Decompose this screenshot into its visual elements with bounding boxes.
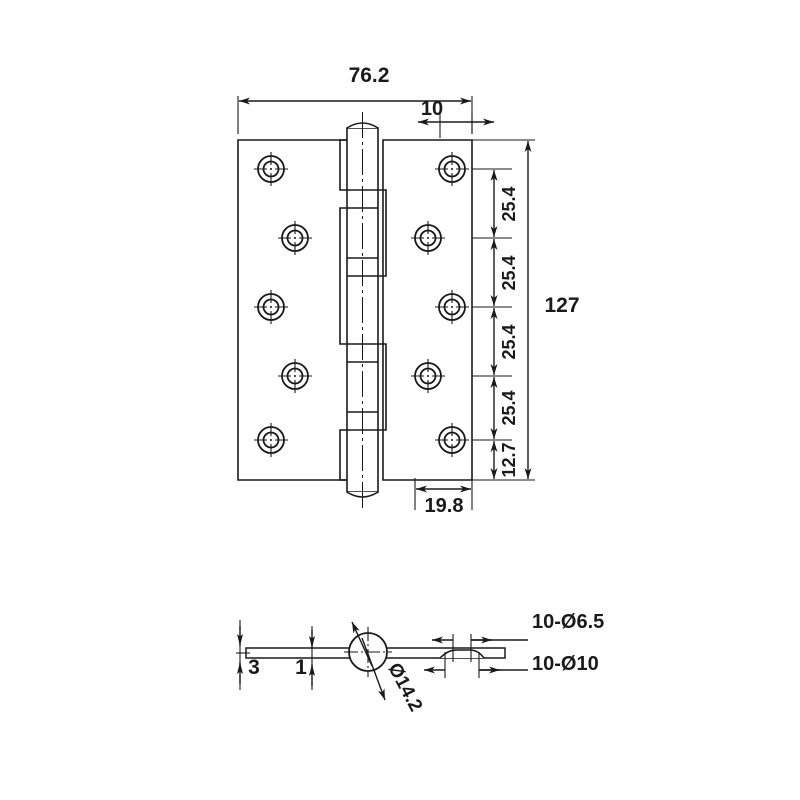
label-width-10: 10: [421, 98, 443, 120]
label-width-76-2: 76.2: [349, 64, 390, 87]
hinge-barrel: [339, 112, 387, 508]
leader-pin-diameter: [351, 621, 386, 701]
screw-hole: [278, 359, 312, 393]
right-leaf-screw-holes: [411, 152, 469, 457]
dimension-countersink: [432, 634, 528, 662]
screw-hole: [254, 152, 288, 186]
screw-hole: [435, 152, 469, 186]
label-spacing-2: 25.4: [499, 255, 519, 290]
dimension-hole: [424, 652, 528, 678]
label-thickness-3: 3: [248, 656, 260, 679]
label-height-127: 127: [544, 294, 579, 317]
left-leaf-screw-holes: [254, 152, 312, 457]
front-view-group: 76.2 10 127 25.4 25.4 25.4 25.4 12.7 19.…: [237, 64, 580, 517]
screw-hole: [278, 221, 312, 255]
label-hole-callout: 10-Ø10: [532, 653, 599, 675]
label-spacing-1: 25.4: [499, 186, 519, 221]
label-gap-1: 1: [295, 656, 307, 679]
section-view-group: 3 1 Ø14.2 10-Ø6.5 10-Ø10: [236, 611, 604, 715]
label-countersink-callout: 10-Ø6.5: [532, 611, 604, 633]
screw-hole: [435, 290, 469, 324]
left-leaf-outline: [237, 139, 353, 481]
label-offset-19-8: 19.8: [425, 495, 464, 517]
label-pin-diameter: Ø14.2: [383, 660, 426, 716]
screw-hole: [411, 221, 445, 255]
screw-hole: [254, 423, 288, 457]
label-spacing-3: 25.4: [499, 324, 519, 359]
screw-hole: [254, 290, 288, 324]
dimension-width-10: [418, 114, 494, 138]
dimension-hole-spacings: [462, 139, 535, 481]
label-spacing-5: 12.7: [499, 442, 519, 477]
screw-hole: [435, 423, 469, 457]
screw-hole: [411, 359, 445, 393]
label-spacing-4: 25.4: [499, 390, 519, 425]
dimension-offset-19-8: [414, 478, 473, 510]
